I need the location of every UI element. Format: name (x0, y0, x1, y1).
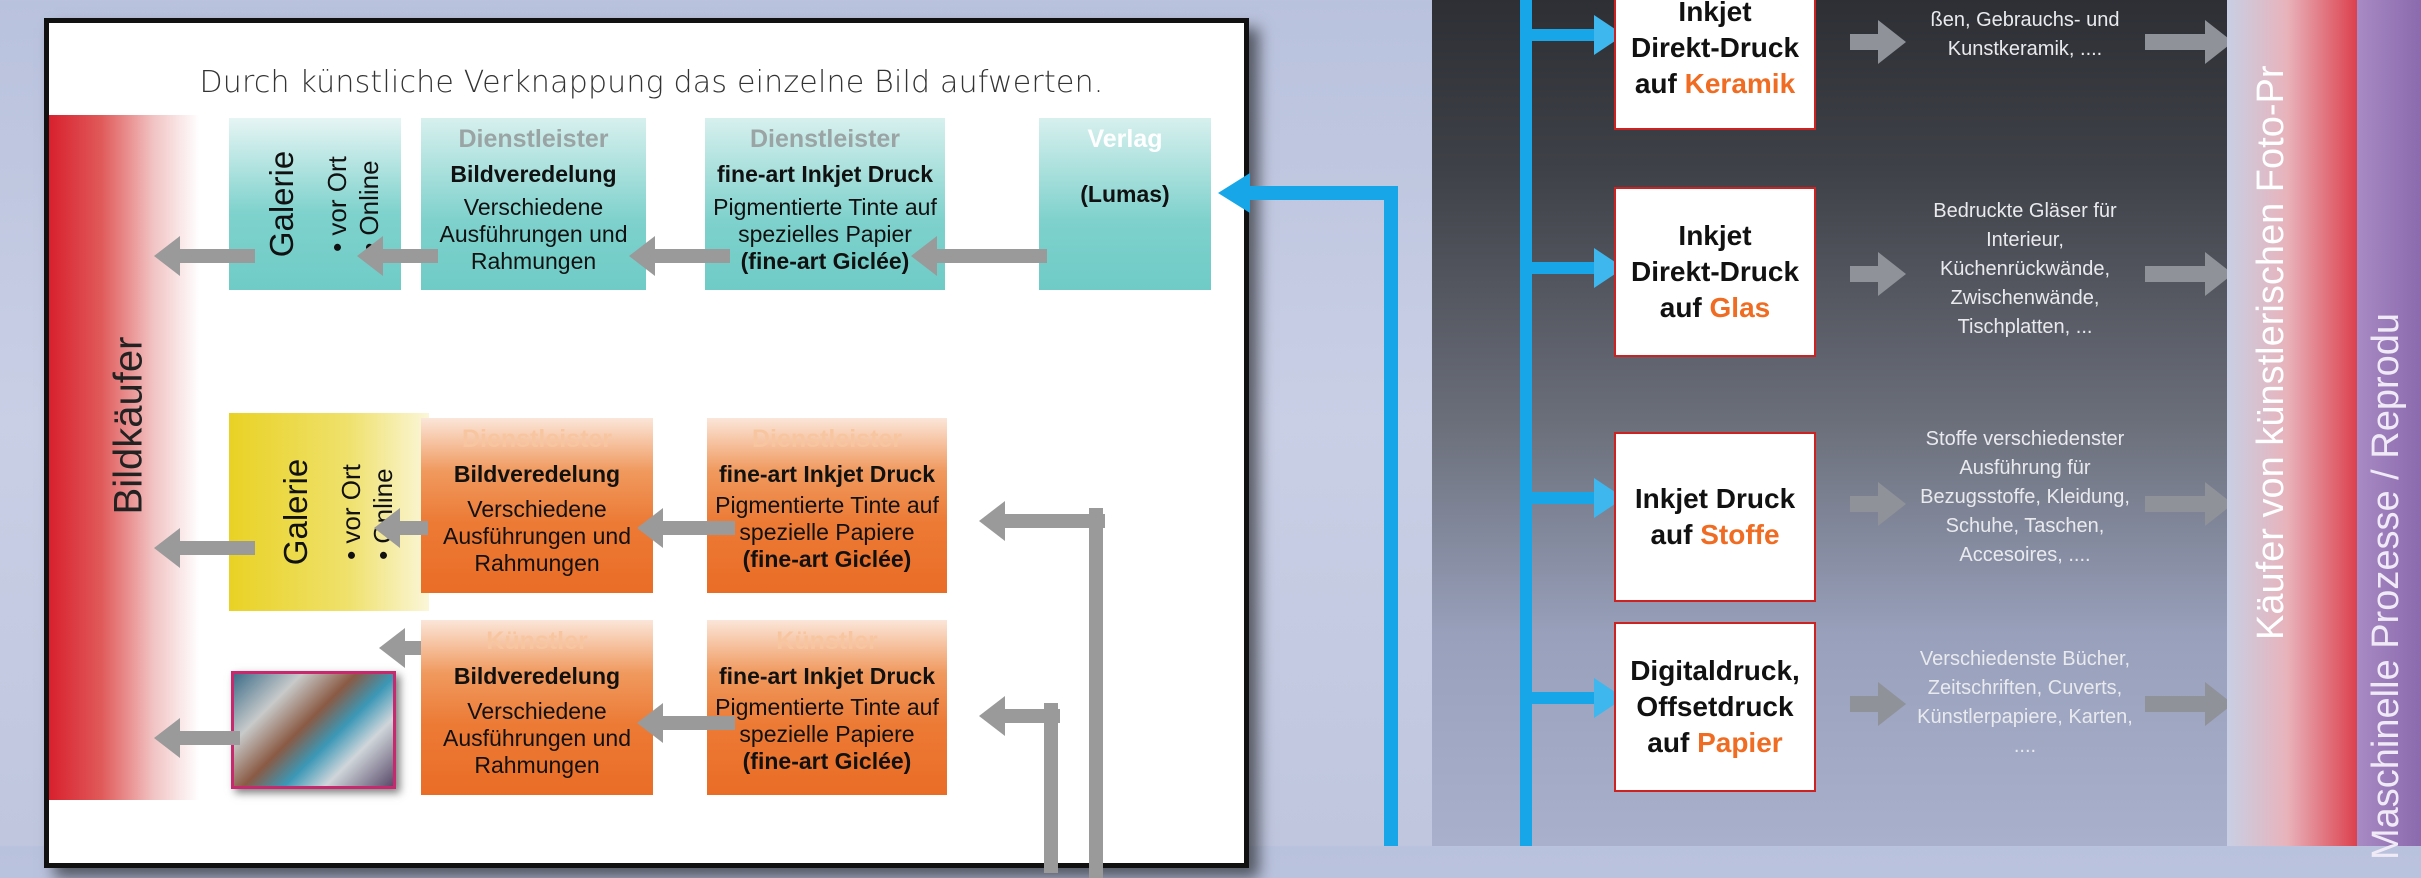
glas-arrow-end (2145, 252, 2233, 296)
stoffe-line1: Inkjet Druck (1634, 483, 1796, 514)
keramik-line2: Direkt-Druck (1630, 31, 1800, 63)
row2-arrow-to-veredelung (637, 508, 735, 548)
keramik-description: ßen, Gebrauchs- und Kunstkeramik, .... (1930, 9, 2120, 60)
right-blue-trunk (1520, 0, 1532, 846)
glas-line1: Inkjet (1678, 220, 1752, 251)
blue-branch-2 (1532, 248, 1624, 288)
stoffe-arrow-out (1850, 482, 1906, 526)
row3-veredelung-title: Bildveredelung (453, 663, 621, 689)
row2-druck-title: fine-art Inkjet Druck (719, 461, 935, 487)
row1-arrow-to-buyer (154, 236, 255, 276)
keramik-arrow-end (2145, 20, 2233, 64)
row3-druck-head: Künstler (776, 627, 878, 655)
panel-subtitle: Durch künstliche Verknappung das einzeln… (199, 65, 1104, 100)
row1-druck-title: fine-art Inkjet Druck (717, 161, 933, 187)
row2-arrow-vertical (1089, 508, 1103, 878)
papier-line1: Digitaldruck, (1630, 655, 1800, 686)
row3-veredelung-text: Verschiedene Ausführungen und Rahmungen (443, 698, 631, 778)
glas-description: Bedruckte Gläser für Interieur, Küchenrü… (1933, 200, 2117, 338)
glas-line3: auf Glas (1659, 292, 1771, 323)
row1-arrow-to-veredelung (629, 236, 730, 276)
row3-druck-title: fine-art Inkjet Druck (719, 663, 935, 689)
row3-druck-note: (fine-art Giclée) (742, 748, 912, 774)
row2-druck-text: Pigmentierte Tinte auf spezielle Papiere (715, 492, 939, 545)
blue-branch-3 (1532, 478, 1624, 518)
row2-veredelung-text: Verschiedene Ausführungen und Rahmungen (443, 496, 631, 576)
right-box-keramik: Inkjet Direkt-Druck auf Keramik (1614, 0, 1816, 130)
blue-branch-4 (1532, 678, 1624, 718)
row1-veredelung-title: Bildveredelung (450, 161, 617, 187)
row1-galerie-title: Galerie (263, 150, 301, 258)
stoffe-description: Stoffe verschiedenster Ausführung für Be… (1920, 428, 2130, 566)
row3-arrow-vertical (1044, 703, 1058, 873)
glas-arrow-out (1850, 252, 1906, 296)
right-buyer-label: Käufer von künstlerischen Foto-Pr (2250, 65, 2292, 641)
artwork-thumbnail (231, 671, 396, 789)
row1-druck-head: Dienstleister (749, 125, 901, 153)
row3-druck-text: Pigmentierte Tinte auf spezielle Papiere (715, 694, 939, 747)
papier-arrow-out (1850, 682, 1906, 726)
row1-galerie-item-vor-ort: • vor Ort (322, 156, 353, 252)
row1-verlag-title: (Lumas) (1080, 181, 1170, 207)
buyer-bar-right (2227, 0, 2377, 846)
row2-druck-note: (fine-art Giclée) (742, 546, 912, 572)
row2-veredelung-title: Bildveredelung (453, 461, 621, 487)
row1-veredelung-box: Dienstleister Bildveredelung Verschieden… (421, 118, 646, 290)
blue-branch-1 (1532, 15, 1624, 55)
buyer-label: Bildkäufer (106, 336, 151, 515)
keramik-arrow-out (1850, 20, 1906, 64)
row1-verlag-box: Verlag (Lumas) (1039, 118, 1211, 290)
keramik-line3: auf Keramik (1634, 67, 1796, 99)
row2-veredelung-box: Dienstleister Bildveredelung Verschieden… (421, 418, 653, 593)
row2-galerie-item-vor-ort: • vor Ort (336, 464, 367, 560)
row1-veredelung-text: Verschiedene Ausführungen und Rahmungen (439, 194, 628, 274)
row1-druck-text: Pigmentierte Tinte auf spezielles Papier (713, 194, 937, 247)
row3-veredelung-head: Künstler (486, 627, 588, 655)
row3-arrow-to-veredelung (637, 703, 735, 743)
glas-line2: Direkt-Druck (1630, 256, 1800, 287)
row2-arrow-in (979, 501, 1105, 541)
row1-verlag-head: Verlag (1087, 125, 1163, 153)
row2-arrow-to-buyer (154, 528, 255, 568)
right-box-papier: Digitaldruck, Offsetdruck auf Papier (1614, 622, 1816, 792)
row1-druck-note: (fine-art Giclée) (740, 248, 910, 274)
right-dark-panel (1432, 0, 2244, 846)
row3-druck-box: Künstler fine-art Inkjet Druck Pigmentie… (707, 620, 947, 795)
row3-veredelung-box: Künstler Bildveredelung Verschiedene Aus… (421, 620, 653, 795)
papier-description: Verschiedenste Bücher, Zeitschriften, Cu… (1917, 648, 2133, 757)
process-bar-right (2357, 0, 2421, 846)
buyer-bar (49, 115, 199, 800)
left-diagram-panel: Durch künstliche Verknappung das einzeln… (44, 18, 1249, 878)
row1-druck-box: Dienstleister fine-art Inkjet Druck Pigm… (705, 118, 945, 290)
right-box-stoffe: Inkjet Druck auf Stoffe (1614, 432, 1816, 602)
right-box-glas: Inkjet Direkt-Druck auf Glas (1614, 187, 1816, 357)
row1-arrow-to-druck (911, 236, 1047, 276)
row2-druck-box: Dienstleister fine-art Inkjet Druck Pigm… (707, 418, 947, 593)
blue-connector-horizontal (1218, 173, 1398, 213)
stoffe-arrow-end (2145, 482, 2233, 526)
row2-veredelung-head: Dienstleister (461, 425, 613, 453)
row2-druck-head: Dienstleister (751, 425, 903, 453)
papier-arrow-end (2145, 682, 2233, 726)
row1-arrow-to-galerie (357, 236, 438, 276)
right-process-label: Maschinelle Prozesse / Reprodu (2365, 312, 2407, 860)
papier-line3: auf Papier (1647, 727, 1783, 758)
papier-line2: Offsetdruck (1636, 691, 1794, 722)
row1-veredelung-head: Dienstleister (458, 125, 609, 153)
stoffe-line3: auf Stoffe (1650, 519, 1780, 550)
row3-arrow-to-buyer (154, 718, 240, 758)
keramik-line1: Inkjet (1678, 0, 1752, 27)
row2-arrow-to-galerie (374, 508, 428, 548)
row2-galerie-title: Galerie (277, 458, 315, 566)
blue-connector-vertical (1384, 186, 1398, 846)
